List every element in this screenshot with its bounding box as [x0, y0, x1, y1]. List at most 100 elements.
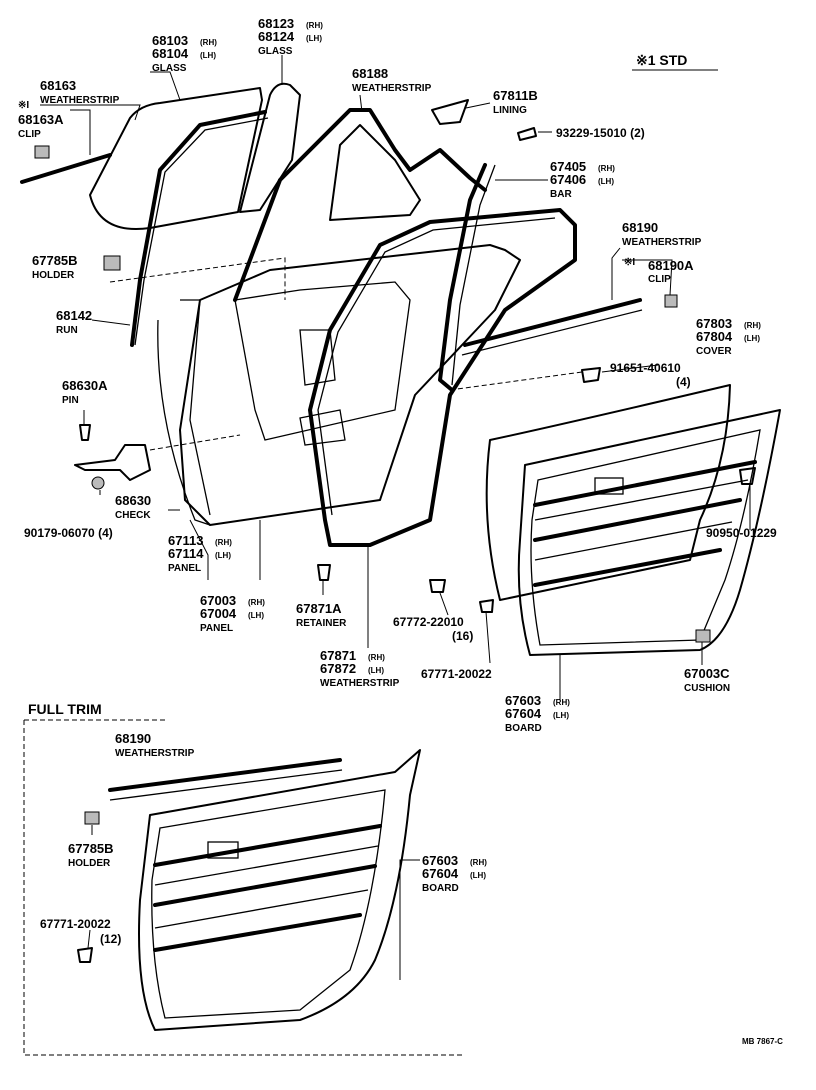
svg-text:67872: 67872 — [320, 661, 356, 676]
label-68190: 68190 WEATHERSTRIP — [622, 220, 702, 248]
svg-text:68103: 68103 — [152, 33, 188, 48]
svg-text:※I: ※I — [624, 257, 635, 268]
clip-67772-icon — [429, 579, 446, 593]
pin-68630a-icon — [79, 424, 91, 441]
svg-text:(12): (12) — [100, 932, 121, 946]
svg-text:(LH): (LH) — [470, 871, 486, 880]
svg-text:BAR: BAR — [550, 189, 572, 200]
svg-text:(16): (16) — [452, 629, 473, 643]
label-91651: 91651-40610 (4) — [610, 361, 691, 389]
svg-text:(RH): (RH) — [553, 698, 570, 707]
door-weatherstrip-67871 — [308, 208, 577, 547]
svg-text:(LH): (LH) — [215, 551, 231, 560]
fasteners — [317, 367, 756, 643]
full-trim-title: FULL TRIM — [28, 701, 102, 717]
svg-text:67603: 67603 — [422, 853, 458, 868]
svg-text:GLASS: GLASS — [258, 46, 293, 57]
clip-90950-icon — [739, 467, 756, 485]
svg-text:LINING: LINING — [493, 105, 527, 116]
clip-68190a-icon — [664, 294, 678, 308]
svg-text:67113: 67113 — [168, 533, 203, 548]
label-68163: 68163 WEATHERSTRIP — [40, 78, 120, 106]
svg-text:(RH): (RH) — [200, 38, 217, 47]
label-68188: 68188 WEATHERSTRIP — [352, 66, 432, 94]
full-trim-weatherstrip — [108, 758, 343, 801]
std-note: ※1 STD — [636, 52, 687, 68]
svg-text:(LH): (LH) — [368, 666, 384, 675]
footer-code: MB 7867-C — [742, 1037, 783, 1046]
svg-text:67785B: 67785B — [68, 841, 114, 856]
svg-text:HOLDER: HOLDER — [68, 858, 111, 869]
svg-text:(4): (4) — [676, 375, 691, 389]
svg-text:(RH): (RH) — [368, 653, 385, 662]
svg-text:PIN: PIN — [62, 395, 79, 406]
svg-text:68104: 68104 — [152, 46, 189, 61]
svg-text:67871A: 67871A — [296, 601, 342, 616]
holder-67785b — [103, 255, 121, 271]
svg-text:68630: 68630 — [115, 493, 151, 508]
run-channel — [130, 110, 269, 347]
label-67771: 67771-20022 — [421, 667, 492, 681]
svg-text:67405: 67405 — [550, 159, 586, 174]
svg-text:(RH): (RH) — [306, 21, 323, 30]
svg-text:(RH): (RH) — [215, 538, 232, 547]
svg-text:68124: 68124 — [258, 29, 295, 44]
svg-text:(LH): (LH) — [248, 611, 264, 620]
svg-text:67772-22010: 67772-22010 — [393, 615, 464, 629]
label-full-trim-67771: 67771-20022 (12) — [40, 917, 121, 946]
svg-text:68142: 68142 — [56, 308, 92, 323]
svg-text:GLASS: GLASS — [152, 63, 187, 74]
svg-text:PANEL: PANEL — [168, 563, 201, 574]
svg-text:(RH): (RH) — [248, 598, 265, 607]
full-trim-clip-icon — [77, 947, 93, 963]
svg-text:67785B: 67785B — [32, 253, 78, 268]
svg-text:HOLDER: HOLDER — [32, 270, 75, 281]
svg-text:COVER: COVER — [696, 346, 732, 357]
label-68630a: 68630A PIN — [62, 378, 108, 406]
svg-text:(LH): (LH) — [306, 34, 322, 43]
svg-text:(RH): (RH) — [598, 164, 615, 173]
lining-67811b — [431, 99, 469, 125]
door-glass — [239, 82, 301, 213]
label-68142: 68142 RUN — [56, 308, 92, 336]
cover-67803 — [485, 384, 731, 601]
svg-text:67871: 67871 — [320, 648, 356, 663]
board-67603 — [517, 409, 781, 656]
label-67785b: 67785B HOLDER — [32, 253, 78, 281]
svg-text:67803: 67803 — [696, 316, 732, 331]
svg-text:67004: 67004 — [200, 606, 237, 621]
bolt-91651-icon — [581, 367, 601, 383]
svg-text:WEATHERSTRIP: WEATHERSTRIP — [40, 95, 120, 106]
rear-quarter-glass — [89, 87, 263, 230]
svg-text:67406: 67406 — [550, 172, 586, 187]
full-trim-board — [77, 749, 421, 1031]
svg-text:67771-20022: 67771-20022 — [40, 917, 111, 931]
svg-text:RETAINER: RETAINER — [296, 618, 347, 629]
label-68163a: ※I 68163A CLIP — [18, 100, 64, 140]
label-67871a: 67871A RETAINER — [296, 601, 347, 629]
svg-text:※I: ※I — [18, 100, 29, 111]
label-67603: 67603 (RH) 67604 (LH) BOARD — [505, 693, 570, 734]
svg-text:WEATHERSTRIP: WEATHERSTRIP — [352, 83, 432, 94]
label-68630: 68630 CHECK — [115, 493, 151, 521]
svg-text:67811B: 67811B — [493, 88, 538, 103]
retainer-67871a-icon — [317, 564, 331, 581]
clip-67771-icon — [479, 599, 494, 613]
svg-text:68163: 68163 — [40, 78, 76, 93]
svg-text:CLIP: CLIP — [648, 274, 671, 285]
svg-text:67003: 67003 — [200, 593, 236, 608]
label-67871: 67871 (RH) 67872 (LH) WEATHERSTRIP — [320, 648, 400, 689]
weatherstrip-68190 — [461, 294, 678, 356]
sash-bar — [438, 163, 496, 392]
label-67772: 67772-22010 (16) — [393, 615, 473, 643]
label-full-trim-68190: 68190 WEATHERSTRIP — [115, 731, 195, 759]
svg-text:68630A: 68630A — [62, 378, 108, 393]
check-68630 — [74, 424, 151, 490]
label-full-trim-67785b: 67785B HOLDER — [68, 841, 114, 869]
svg-text:(RH): (RH) — [470, 858, 487, 867]
svg-text:BOARD: BOARD — [422, 883, 459, 894]
svg-text:(LH): (LH) — [553, 711, 569, 720]
svg-text:CHECK: CHECK — [115, 510, 151, 521]
full-trim-frame — [23, 719, 462, 1056]
svg-text:68163A: 68163A — [18, 112, 64, 127]
